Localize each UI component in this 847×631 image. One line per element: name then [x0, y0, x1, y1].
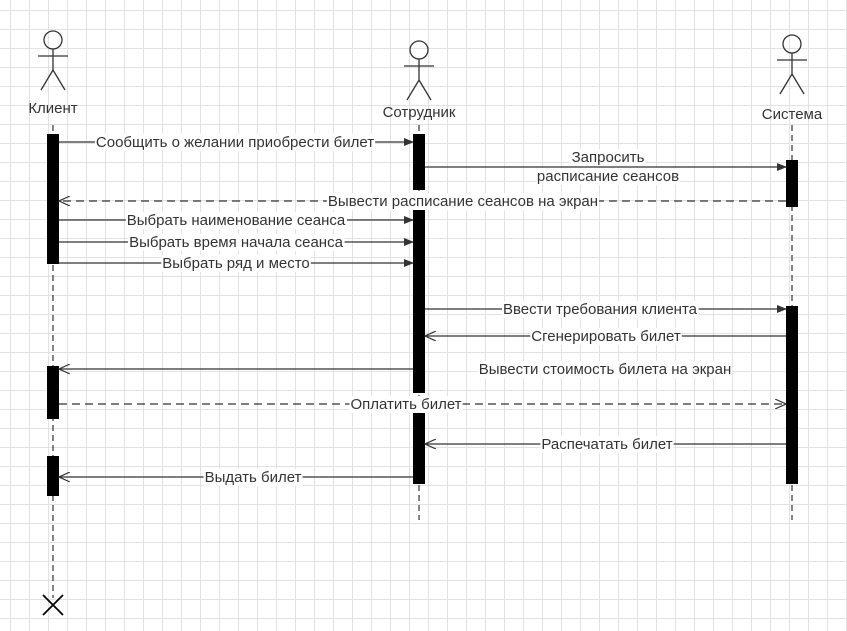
- activation-bar: [47, 456, 59, 496]
- label-background: [570, 149, 646, 166]
- label-background: [501, 301, 699, 318]
- label-background: [94, 134, 376, 151]
- actor-label: Сотрудник: [383, 104, 456, 121]
- stick-figure-icon: [38, 30, 68, 91]
- message-label: Выдать билет: [205, 469, 302, 486]
- message-label: Распечатать билет: [541, 436, 672, 453]
- activation-bar: [47, 134, 59, 264]
- message-label: Выбрать ряд и место: [162, 255, 310, 272]
- messages: Сообщить о желании приобрести билетЗапро…: [59, 134, 787, 486]
- activation-bar: [413, 210, 425, 393]
- message-3: Вывести расписание сеансов на экран: [59, 193, 786, 210]
- message-5: Выбрать время начала сеанса: [59, 234, 414, 251]
- stick-figure-icon: [404, 40, 434, 101]
- message-1: Сообщить о желании приобрести билет: [59, 134, 414, 151]
- label-background: [326, 193, 600, 210]
- activation-bar: [413, 413, 425, 484]
- message-label: Вывести расписание сеансов на экран: [328, 193, 598, 210]
- label-background: [128, 234, 345, 251]
- message-10: Оплатить билет: [59, 396, 786, 413]
- message-label: Выбрать наименование сеанса: [127, 212, 346, 229]
- label-background: [203, 469, 303, 486]
- message-label: Ввести требования клиента: [503, 301, 698, 318]
- activation-bar: [413, 134, 425, 190]
- message-4: Выбрать наименование сеанса: [59, 212, 414, 229]
- label-background: [349, 396, 463, 413]
- message-6: Выбрать ряд и место: [59, 255, 414, 272]
- message-12: Выдать билет: [59, 469, 413, 486]
- actor-client: Клиент: [28, 30, 78, 117]
- message-label: Запросить: [572, 149, 645, 166]
- stick-figure-icon: [777, 34, 807, 95]
- activation-bar: [47, 366, 59, 419]
- label-background: [540, 436, 674, 453]
- actor-system: Система: [762, 34, 823, 123]
- message-2: Запросить расписание сеансов: [425, 149, 787, 185]
- message-label: расписание сеансов: [537, 168, 679, 185]
- label-background: [125, 212, 347, 229]
- activation-bar: [786, 160, 798, 207]
- activation-bar: [786, 306, 798, 484]
- label-background: [161, 255, 311, 272]
- message-11: Распечатать билет: [425, 436, 786, 453]
- message-label: Вывести стоимость билета на экран: [479, 361, 732, 378]
- message-7: Ввести требования клиента: [425, 301, 787, 318]
- message-9: Вывести стоимость билета на экран: [59, 361, 733, 378]
- message-label: Сгенерировать билет: [531, 328, 681, 345]
- message-label: Сообщить о желании приобрести билет: [96, 134, 374, 151]
- message-label: Оплатить билет: [350, 396, 461, 413]
- message-label: Выбрать время начала сеанса: [129, 234, 344, 251]
- label-background: [530, 328, 682, 345]
- message-8: Сгенерировать билет: [425, 328, 786, 345]
- activation-bars: [47, 134, 798, 496]
- actor-employee: Сотрудник: [383, 40, 456, 121]
- destroy-x-icon: [42, 594, 64, 616]
- label-background: [535, 168, 681, 185]
- label-background: [477, 361, 733, 378]
- actor-label: Клиент: [28, 100, 77, 117]
- actor-label: Система: [762, 106, 823, 123]
